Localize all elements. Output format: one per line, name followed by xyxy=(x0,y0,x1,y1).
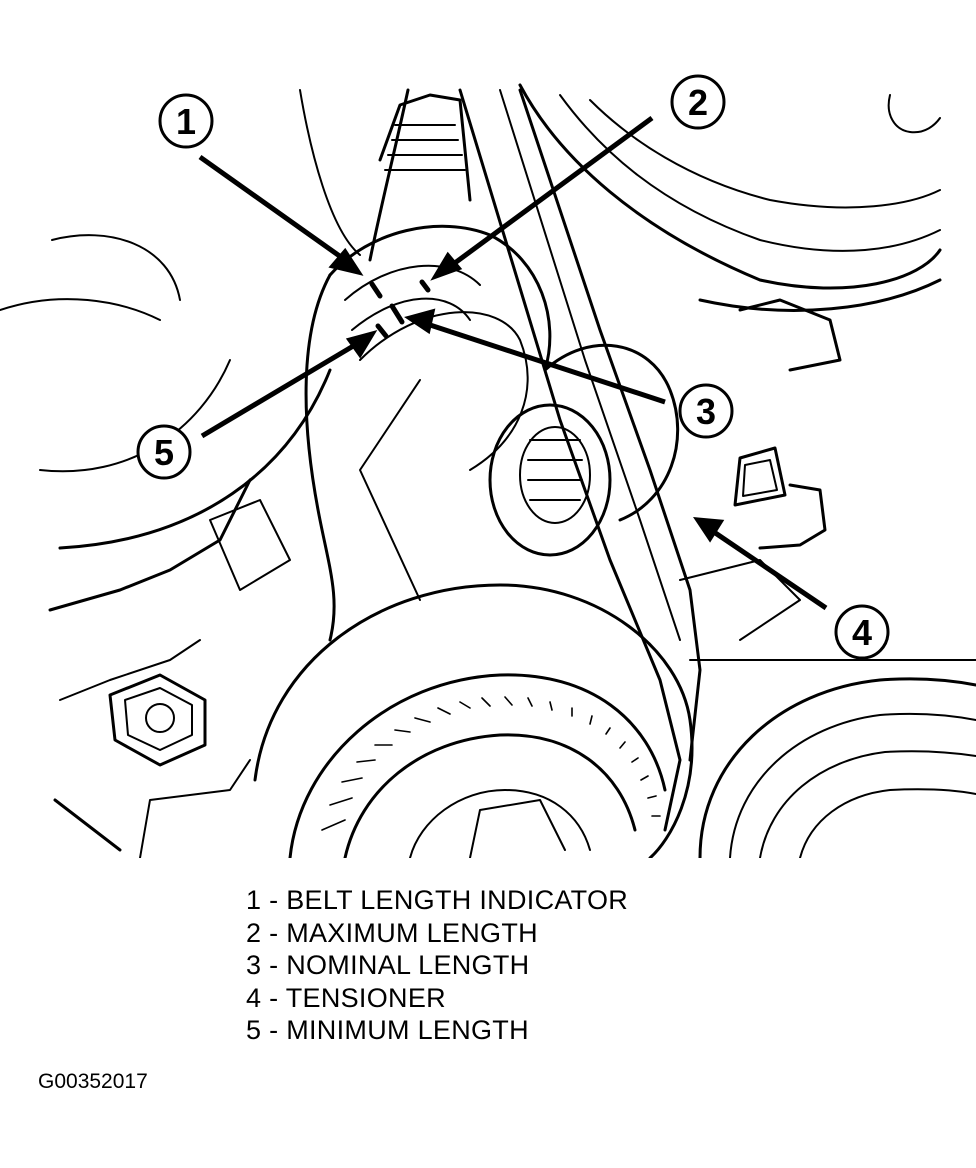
legend-item-4: 4 - TENSIONER xyxy=(246,982,446,1013)
drive-belt xyxy=(458,88,702,832)
arrow-4-head xyxy=(693,517,725,543)
arrow-2 xyxy=(446,115,654,271)
indicator-marks xyxy=(369,279,431,339)
mounting-bracket xyxy=(679,298,842,641)
arrow-5 xyxy=(200,339,362,439)
callout-5-number: 5 xyxy=(154,432,174,473)
callout-3-number: 3 xyxy=(696,391,716,432)
arrow-4 xyxy=(706,525,828,611)
arrow-3-head xyxy=(404,308,436,335)
legend: 1 - BELT LENGTH INDICATOR 2 - MAXIMUM LE… xyxy=(246,884,628,1047)
arrow-5-head xyxy=(345,329,378,359)
arrow-2-head xyxy=(430,251,463,281)
leader-arrows xyxy=(198,115,828,611)
legend-item-3: 3 - NOMINAL LENGTH xyxy=(246,950,530,980)
engine-block xyxy=(48,478,291,858)
arrow-3 xyxy=(423,320,666,405)
callout-4: 4 xyxy=(834,604,890,660)
legend-item-2: 2 - MAXIMUM LENGTH xyxy=(246,917,538,948)
tensioner-body xyxy=(304,224,680,642)
background-pulley xyxy=(0,234,332,550)
callout-5: 5 xyxy=(136,424,192,480)
callout-4-number: 4 xyxy=(852,612,872,653)
top-ribbed-pulley xyxy=(299,88,472,262)
tensioner-pulley xyxy=(253,583,694,858)
callout-1-number: 1 xyxy=(176,101,196,142)
callout-3: 3 xyxy=(678,383,734,439)
callout-2: 2 xyxy=(670,74,726,130)
hex-bolt xyxy=(108,673,207,767)
callouts: 1 2 3 4 5 xyxy=(136,74,890,660)
callout-2-number: 2 xyxy=(688,82,708,123)
arrow-1-head xyxy=(328,247,364,276)
tensioner-illustration: 1 2 3 4 5 xyxy=(0,74,976,858)
arrow-1 xyxy=(198,154,350,265)
callout-1: 1 xyxy=(158,93,214,149)
figure-id: G00352017 xyxy=(38,1070,148,1093)
crankshaft-pulley xyxy=(689,659,976,858)
legend-item-5: 5 - MINIMUM LENGTH xyxy=(246,1015,529,1045)
legend-item-1: 1 - BELT LENGTH INDICATOR xyxy=(246,885,629,915)
pivot-bolt xyxy=(488,403,612,557)
